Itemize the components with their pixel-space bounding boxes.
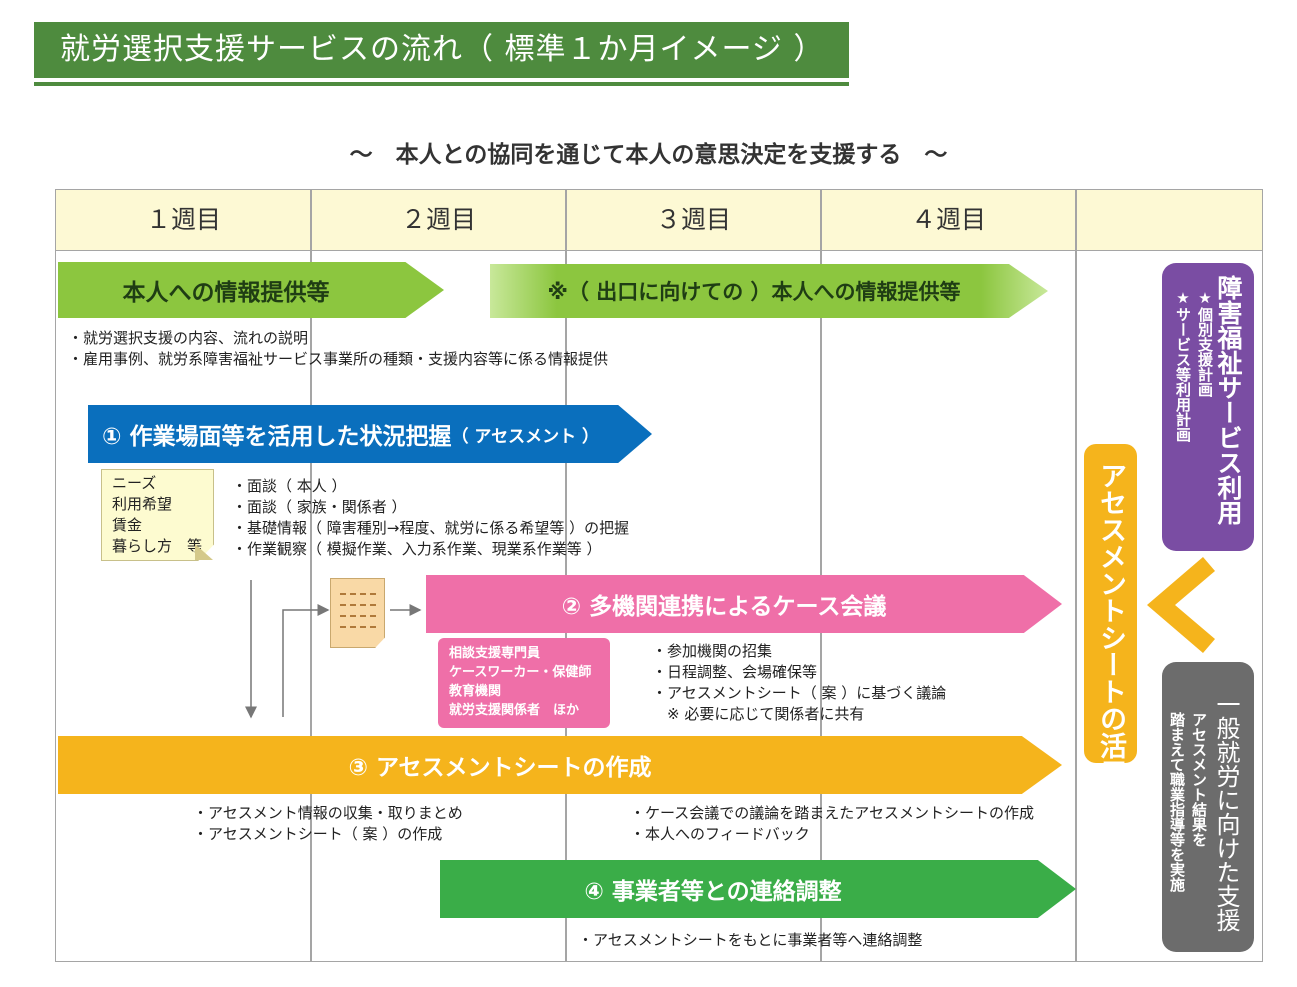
schedule-frame <box>55 189 1263 962</box>
step1-note: ・作業観察（ 模擬作業、入力系作業、現業系作業等 ） <box>232 540 602 558</box>
step1-arrow: ① 作業場面等を活用した状況把握（ アセスメント ） <box>88 405 652 463</box>
agency-item: ケースワーカー・保健師 <box>449 665 592 680</box>
sticky-fold <box>195 544 213 560</box>
sticky-line: 賃金 <box>112 516 143 534</box>
general-employment-box: 一般就労に向けた支援 アセスメント結果を 踏まえて職業指導等を実施 <box>1162 662 1254 952</box>
agency-item: 教育機関 <box>449 684 502 699</box>
step4-arrow: ④ 事業者等との連絡調整 <box>440 860 1076 918</box>
general-employment-item: 踏まえて職業指導等を実施 <box>1168 712 1186 892</box>
assessment-use-bar: アセスメントシートの活用 <box>1084 444 1137 786</box>
step1-note: ・面談（ 本人 ） <box>232 477 347 495</box>
exit-info-provision-label: ※（ 出口に向けての ）本人への情報提供等 <box>547 280 961 304</box>
step3-note: ・アセスメント情報の収集・取りまとめ <box>193 804 463 822</box>
exit-info-provision-arrow: ※（ 出口に向けての ）本人への情報提供等 <box>490 264 1048 318</box>
document-icon <box>330 578 385 648</box>
step1-label: ① 作業場面等を活用した状況把握 <box>102 424 452 450</box>
info-note: ・就労選択支援の内容、流れの説明 <box>68 329 309 347</box>
step2-note: ・日程調整、会場確保等 <box>652 663 818 681</box>
sticky-line: 利用希望 <box>112 495 173 513</box>
step1-note: ・基礎情報（ 障害種別→程度、就労に係る希望等 ）の把握 <box>232 519 630 537</box>
step2-label: ② 多機関連携によるケース会議 <box>561 594 887 620</box>
step4-note: ・アセスメントシートをもとに事業者等へ連絡調整 <box>578 931 923 949</box>
week-1-header: １週目 <box>145 205 221 234</box>
step2-note: ・アセスメントシート（ 案 ）に基づく議論 <box>652 684 947 702</box>
page-title: 就労選択支援サービスの流れ（ 標準１か月イメージ ） <box>34 22 849 78</box>
week-divider <box>310 190 312 962</box>
week-header-row <box>56 190 1262 251</box>
week-4-header: ４週目 <box>910 205 986 234</box>
step3-arrow: ③ アセスメントシートの作成 <box>58 736 1062 794</box>
sticky-line: 暮らし方 等 <box>112 537 203 555</box>
welfare-service-box: 障害福祉サービス利用 ★個別支援計画 ★サービス等利用計画 <box>1162 263 1254 551</box>
agency-list: 相談支援専門員 ケースワーカー・保健師 教育機関 就労支援関係者 ほか <box>438 638 610 728</box>
info-provision-arrow: 本人への情報提供等 <box>58 262 444 318</box>
step2-note: ※ 必要に応じて関係者に共有 <box>652 705 865 723</box>
step3-note: ・ケース会議での議論を踏まえたアセスメントシートの作成 <box>630 804 1034 822</box>
subtitle: ～ 本人との協同を通じて本人の意思決定を支援する ～ <box>349 142 948 168</box>
welfare-service-item: ★個別支援計画 <box>1196 289 1214 397</box>
step4-label: ④ 事業者等との連絡調整 <box>584 879 842 905</box>
general-employment-title: 一般就労に向けた支援 <box>1212 692 1240 932</box>
flow-connectors <box>245 580 422 719</box>
step2-note: ・参加機関の招集 <box>652 642 773 660</box>
step1-label-sub: （ アセスメント ） <box>451 426 599 447</box>
assessment-use-label: アセスメントシートの活用 <box>1095 462 1126 786</box>
week-2-header: ２週目 <box>400 205 476 234</box>
info-note: ・雇用事例、就労系障害福祉サービス事業所の種類・支援内容等に係る情報提供 <box>68 350 609 368</box>
sticky-line: ニーズ <box>112 474 157 492</box>
info-provision-label: 本人への情報提供等 <box>122 280 330 306</box>
step3-note: ・アセスメントシート（ 案 ）の作成 <box>193 825 443 843</box>
week-3-header: ３週目 <box>655 205 731 234</box>
step3-label: ③ アセスメントシートの作成 <box>348 755 652 781</box>
welfare-service-item: ★サービス等利用計画 <box>1174 289 1192 442</box>
step3-note: ・本人へのフィードバック <box>630 825 810 843</box>
general-employment-item: アセスメント結果を <box>1190 712 1208 847</box>
title-underline <box>34 82 849 86</box>
week-divider <box>1075 190 1077 962</box>
agency-item: 相談支援専門員 <box>449 646 541 661</box>
chevron-left-icon <box>1147 557 1215 653</box>
welfare-service-title: 障害福祉サービス利用 <box>1214 275 1243 525</box>
step2-arrow: ② 多機関連携によるケース会議 <box>426 575 1062 633</box>
step1-note: ・面談（ 家族・関係者 ） <box>232 498 407 516</box>
agency-item: 就労支援関係者 ほか <box>449 703 580 718</box>
